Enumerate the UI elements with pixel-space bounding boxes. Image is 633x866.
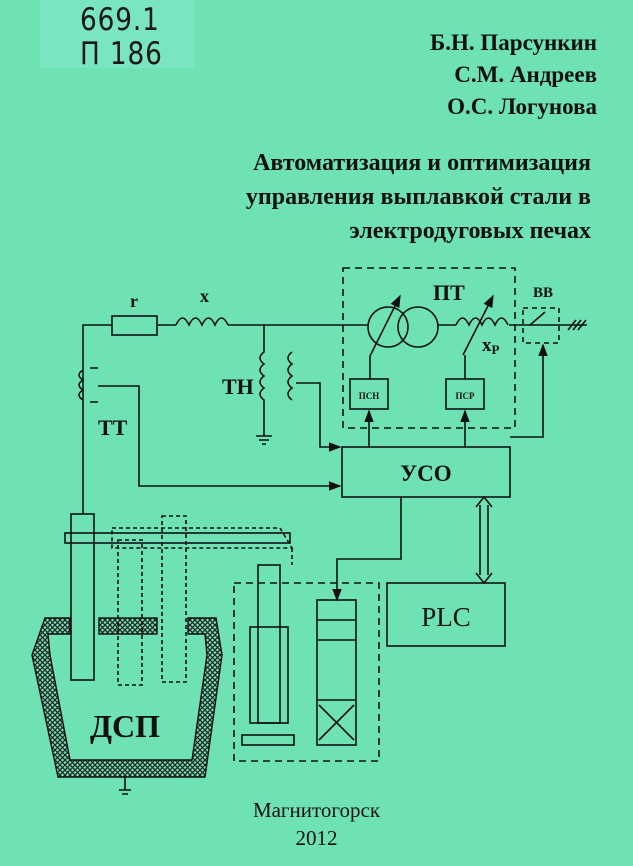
title-line-3: электродуговых печах [349,218,591,244]
author-2: С.М. Андреев [454,62,597,87]
book-title: Автоматизация и оптимизация управления в… [71,146,591,248]
label-x: x [200,286,209,306]
electrode [70,513,95,681]
psn-box [349,378,389,410]
shelf-code-line2: П 186 [80,36,163,72]
resistor [111,315,158,336]
author-3: О.С. Логунова [447,94,597,119]
label-uso: УСО [400,461,451,486]
label-r: r [130,291,138,311]
furnace-roof [98,617,158,635]
label-psr: ПСР [456,391,476,401]
label-pt: ПТ [433,280,465,305]
label-dsp: ДСП [90,708,160,744]
label-xp: xP [482,335,500,357]
publication-year: 2012 [295,826,338,850]
title-line-1: Автоматизация и оптимизация [253,150,591,176]
transformer-circle-2 [397,306,439,348]
author-1: Б.Н. Парсункин [430,30,597,55]
current-transformer [78,367,340,486]
drive-dashed-box [233,582,380,762]
main-wire [82,324,587,514]
transformer-circle-1 [367,306,409,348]
voltage-transformer [256,325,294,445]
label-psn: ПСН [359,391,380,401]
double-arrow [475,495,493,585]
plc-box [386,582,506,647]
publisher-city: Магнитогорск [252,798,381,822]
electrode-arm [64,532,291,544]
library-sticker [40,0,195,68]
psr-box [445,378,485,410]
label-plc: PLC [421,602,471,632]
title-line-2: управления выплавкой стали в [245,184,591,210]
pt-dashed-box [342,267,516,429]
uso-box [341,446,511,498]
label-tn: ТН [222,374,254,399]
label-vv: ВВ [533,285,553,301]
shelf-code-line1: 669.1 [80,2,160,38]
breaker-dashed-box [522,307,560,344]
inductor-xp [455,317,509,327]
inductor-x [175,317,229,327]
furnace-wall [31,617,223,778]
label-tt: ТТ [98,415,128,440]
